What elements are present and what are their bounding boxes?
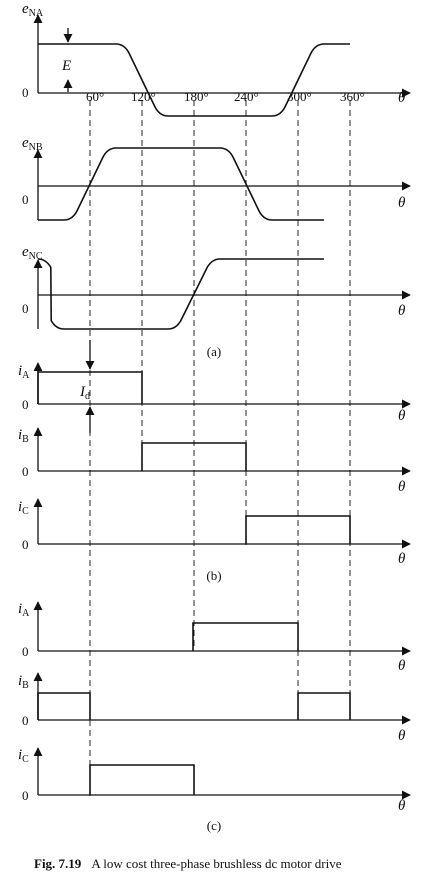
waveform-iB-b bbox=[141, 442, 247, 471]
theta-label: θ bbox=[398, 90, 406, 106]
tick-label-300: 300° bbox=[287, 89, 312, 104]
panel-eNB: eNB 0 θ bbox=[22, 135, 411, 221]
waveform-iB-c bbox=[37, 692, 351, 720]
tick-label-240: 240° bbox=[234, 89, 259, 104]
theta-label: θ bbox=[398, 798, 406, 814]
eNC-label: eNC bbox=[22, 244, 43, 262]
panel-iA-b: iA 0 θ Id bbox=[18, 362, 411, 424]
theta-label: θ bbox=[398, 408, 406, 424]
tick-label-60: 60° bbox=[86, 89, 104, 104]
origin-label: 0 bbox=[22, 537, 29, 552]
origin-label: 0 bbox=[22, 788, 29, 803]
origin-label: 0 bbox=[22, 464, 29, 479]
section-label-c: (c) bbox=[207, 818, 221, 833]
iA-label: iA bbox=[18, 363, 30, 381]
origin-label: 0 bbox=[22, 644, 29, 659]
iB-label: iB bbox=[18, 427, 29, 445]
origin-label: 0 bbox=[22, 192, 29, 207]
origin-label: 0 bbox=[22, 397, 29, 412]
iC-label: iC bbox=[18, 747, 29, 765]
eNB-label: eNB bbox=[22, 135, 43, 153]
waveform-eNA bbox=[38, 43, 351, 117]
panel-eNC: eNC 0 θ bbox=[22, 244, 411, 330]
theta-label: θ bbox=[398, 195, 406, 211]
panel-iC-c: iC 0 θ bbox=[18, 747, 411, 814]
Id-label: Id bbox=[79, 384, 90, 402]
tick-label-120: 120° bbox=[131, 89, 156, 104]
iC-label: iC bbox=[18, 499, 29, 517]
theta-label: θ bbox=[398, 658, 406, 674]
origin-label: 0 bbox=[22, 85, 29, 100]
panel-iB-c: iB 0 θ bbox=[18, 672, 411, 744]
theta-label: θ bbox=[398, 551, 406, 567]
panel-iB-b: iB 0 θ bbox=[18, 427, 411, 495]
tick-label-360: 360° bbox=[340, 89, 365, 104]
theta-label: θ bbox=[398, 303, 406, 319]
tick-label-180: 180° bbox=[184, 89, 209, 104]
waveform-iC-c bbox=[89, 764, 195, 795]
iA-label: iA bbox=[18, 601, 30, 619]
theta-label: θ bbox=[398, 479, 406, 495]
iB-label: iB bbox=[18, 673, 29, 691]
panel-eNA: eNA 0 θ 60° 120° 180° 240° 300° 360° E bbox=[22, 1, 411, 117]
origin-label: 0 bbox=[22, 713, 29, 728]
waveform-iA-c bbox=[192, 622, 299, 651]
E-label: E bbox=[61, 58, 71, 74]
waveform-iA-b bbox=[37, 371, 143, 404]
origin-label: 0 bbox=[22, 301, 29, 316]
figure-caption: Fig. 7.19 A low cost three-phase brushle… bbox=[34, 855, 342, 872]
panel-iC-b: iC 0 θ bbox=[18, 498, 411, 567]
waveform-eNB bbox=[38, 147, 325, 221]
waveform-eNC bbox=[37, 258, 325, 330]
dashed-guide-lines bbox=[89, 100, 351, 800]
eNA-label: eNA bbox=[22, 1, 44, 19]
panel-iA-c: iA 0 θ bbox=[18, 601, 411, 674]
section-label-b: (b) bbox=[206, 568, 221, 583]
section-label-a: (a) bbox=[207, 344, 221, 359]
theta-label: θ bbox=[398, 728, 406, 744]
